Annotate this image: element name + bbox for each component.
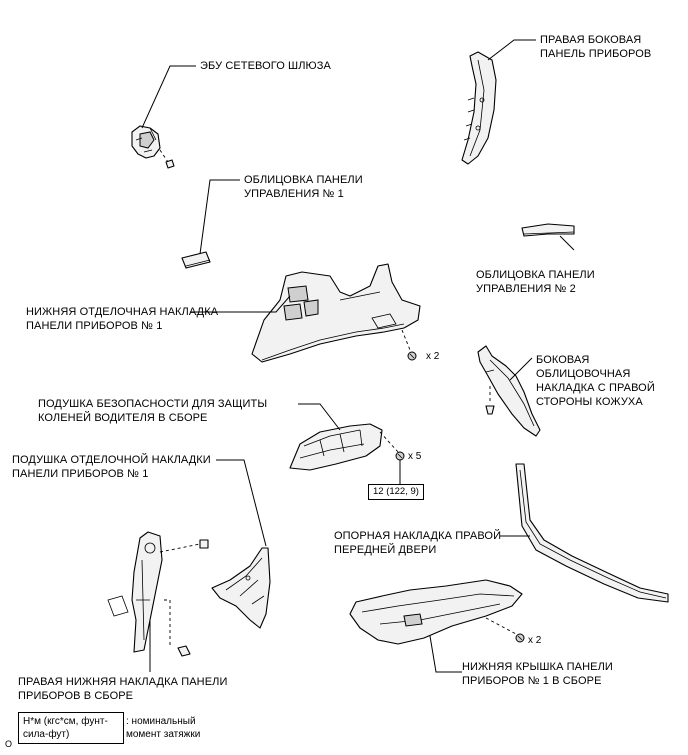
label-door-scuff-plate-line1: ОПОРНАЯ НАКЛАДКА ПРАВОЙ (334, 530, 502, 542)
label-knee-airbag-line1: ПОДУШКА БЕЗОПАСНОСТИ ДЛЯ ЗАЩИТЫ (38, 398, 268, 410)
airbag-bolt-icon (395, 451, 405, 461)
control-panel-trim-2-part (521, 223, 575, 237)
label-control-panel-trim-1-line2: УПРАВЛЕНИЯ № 1 (244, 188, 344, 200)
right-side-panel-part (461, 51, 497, 165)
label-lower-finish-panel-line1: НИЖНЯЯ ОТДЕЛОЧНАЯ НАКЛАДКА (26, 306, 219, 318)
console-side-trim-part (477, 345, 541, 437)
label-door-scuff-plate-line2: ПЕРЕДНЕЙ ДВЕРИ (334, 544, 437, 556)
label-panel-screw-qty: x 2 (426, 351, 440, 362)
label-airbag-bolt-qty: x 5 (408, 451, 422, 462)
leader-console-side-trim (509, 357, 533, 381)
label-knee-airbag-line2: КОЛЕНЕЙ ВОДИТЕЛЯ В СБОРЕ (38, 412, 208, 424)
cover-screw-icon (515, 633, 525, 643)
gateway-ecu-part (131, 125, 175, 169)
leader-knee-airbag (298, 403, 341, 431)
leader-lower-finish-panel (190, 295, 291, 313)
panel-screw-icon (407, 351, 417, 361)
label-cover-screw-qty: x 2 (528, 635, 542, 646)
corner-mark: O (5, 739, 13, 749)
finish-panel-cushion-part (211, 547, 271, 629)
label-lower-finish-panel-line2: ПАНЕЛИ ПРИБОРОВ № 1 (26, 320, 163, 332)
leader-lower-cover (429, 635, 462, 673)
torque-spec-box: 12 (122, 9) (368, 484, 424, 500)
leader-control-panel-trim-2 (559, 235, 575, 251)
label-control-panel-trim-2-line1: ОБЛИЦОВКА ПАНЕЛИ (476, 269, 595, 281)
label-console-side-trim-line3: НАКЛАДКА С ПРАВОЙ (536, 382, 655, 394)
knee-airbag-part (289, 423, 399, 471)
torque-legend-box: Н*м (кгс*см, фунт- сила-фут) (18, 712, 124, 744)
leader-gateway-ecu (141, 65, 196, 129)
label-lower-cover-line1: НИЖНЯЯ КРЫШКА ПАНЕЛИ (462, 661, 613, 673)
leader-right-side-panel (487, 39, 536, 61)
label-control-panel-trim-1-line1: ОБЛИЦОВКА ПАНЕЛИ (244, 174, 363, 186)
label-gateway-ecu: ЭБУ СЕТЕВОГО ШЛЮЗА (200, 60, 331, 72)
label-lower-cover-line2: ПРИБОРОВ № 1 В СБОРЕ (462, 675, 602, 687)
label-console-side-trim-line2: ОБЛИЦОВОЧНАЯ (536, 368, 631, 380)
legend-desc-line1: : номинальный (126, 716, 196, 727)
label-finish-panel-cushion-line2: ПАНЕЛИ ПРИБОРОВ № 1 (12, 468, 149, 480)
label-console-side-trim-line1: БОКОВАЯ (536, 354, 590, 366)
label-console-side-trim-line4: СТОРОНЫ КОЖУХА (536, 396, 643, 408)
control-panel-trim-1-part (181, 251, 211, 269)
legend-desc-line2: момент затяжки (126, 729, 201, 740)
lower-finish-assy-part (107, 531, 209, 657)
lower-cover-part (349, 579, 523, 645)
label-control-panel-trim-2-line2: УПРАВЛЕНИЯ № 2 (476, 283, 576, 295)
door-scuff-plate-part (515, 463, 669, 603)
leader-control-panel-trim-1 (199, 179, 240, 255)
label-right-side-panel-1: ПРАВАЯ БОКОВАЯ (540, 34, 642, 46)
label-finish-panel-cushion-line1: ПОДУШКА ОТДЕЛОЧНОЙ НАКЛАДКИ (12, 454, 211, 466)
legend-box-line2: сила-фут) (23, 729, 70, 740)
label-right-side-panel-2: ПАНЕЛЬ ПРИБОРОВ (540, 48, 652, 60)
lower-finish-panel-part (251, 263, 421, 363)
label-lower-finish-assy-line2: ПРИБОРОВ В СБОРЕ (18, 690, 134, 702)
legend-box-line1: Н*м (кгс*см, фунт- (23, 716, 108, 727)
leader-finish-panel-cushion (216, 459, 267, 547)
label-lower-finish-assy-line1: ПРАВАЯ НИЖНЯЯ НАКЛАДКА ПАНЕЛИ (18, 676, 228, 688)
